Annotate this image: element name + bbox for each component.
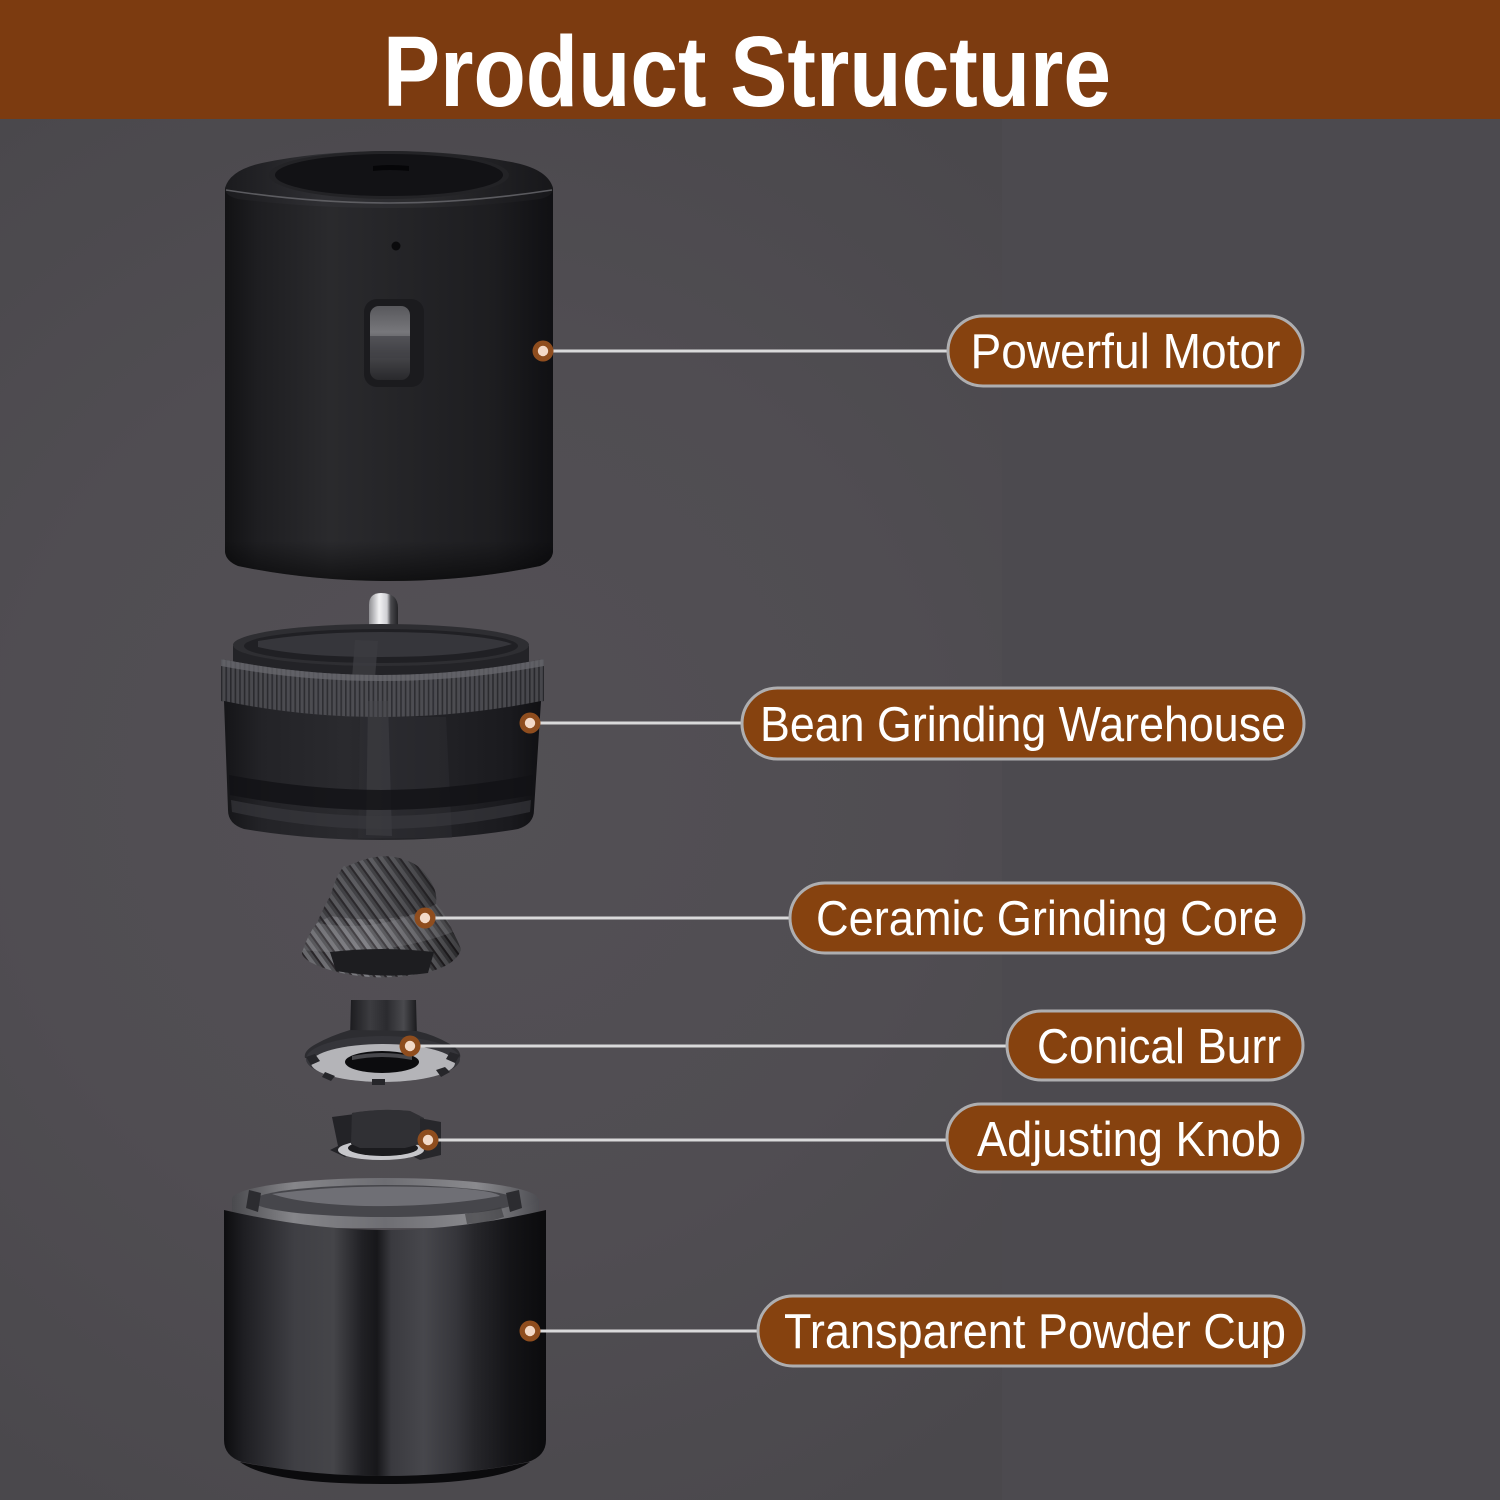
svg-text:Bean Grinding Warehouse: Bean Grinding Warehouse [760,698,1286,752]
svg-text:Conical Burr: Conical Burr [1037,1020,1281,1074]
svg-text:Adjusting Knob: Adjusting Knob [977,1113,1281,1167]
svg-text:Product Structure: Product Structure [383,16,1111,128]
svg-text:Ceramic Grinding Core: Ceramic Grinding Core [816,892,1278,946]
svg-text:Powerful Motor: Powerful Motor [971,325,1281,379]
svg-text:Transparent Powder Cup: Transparent Powder Cup [784,1305,1286,1359]
